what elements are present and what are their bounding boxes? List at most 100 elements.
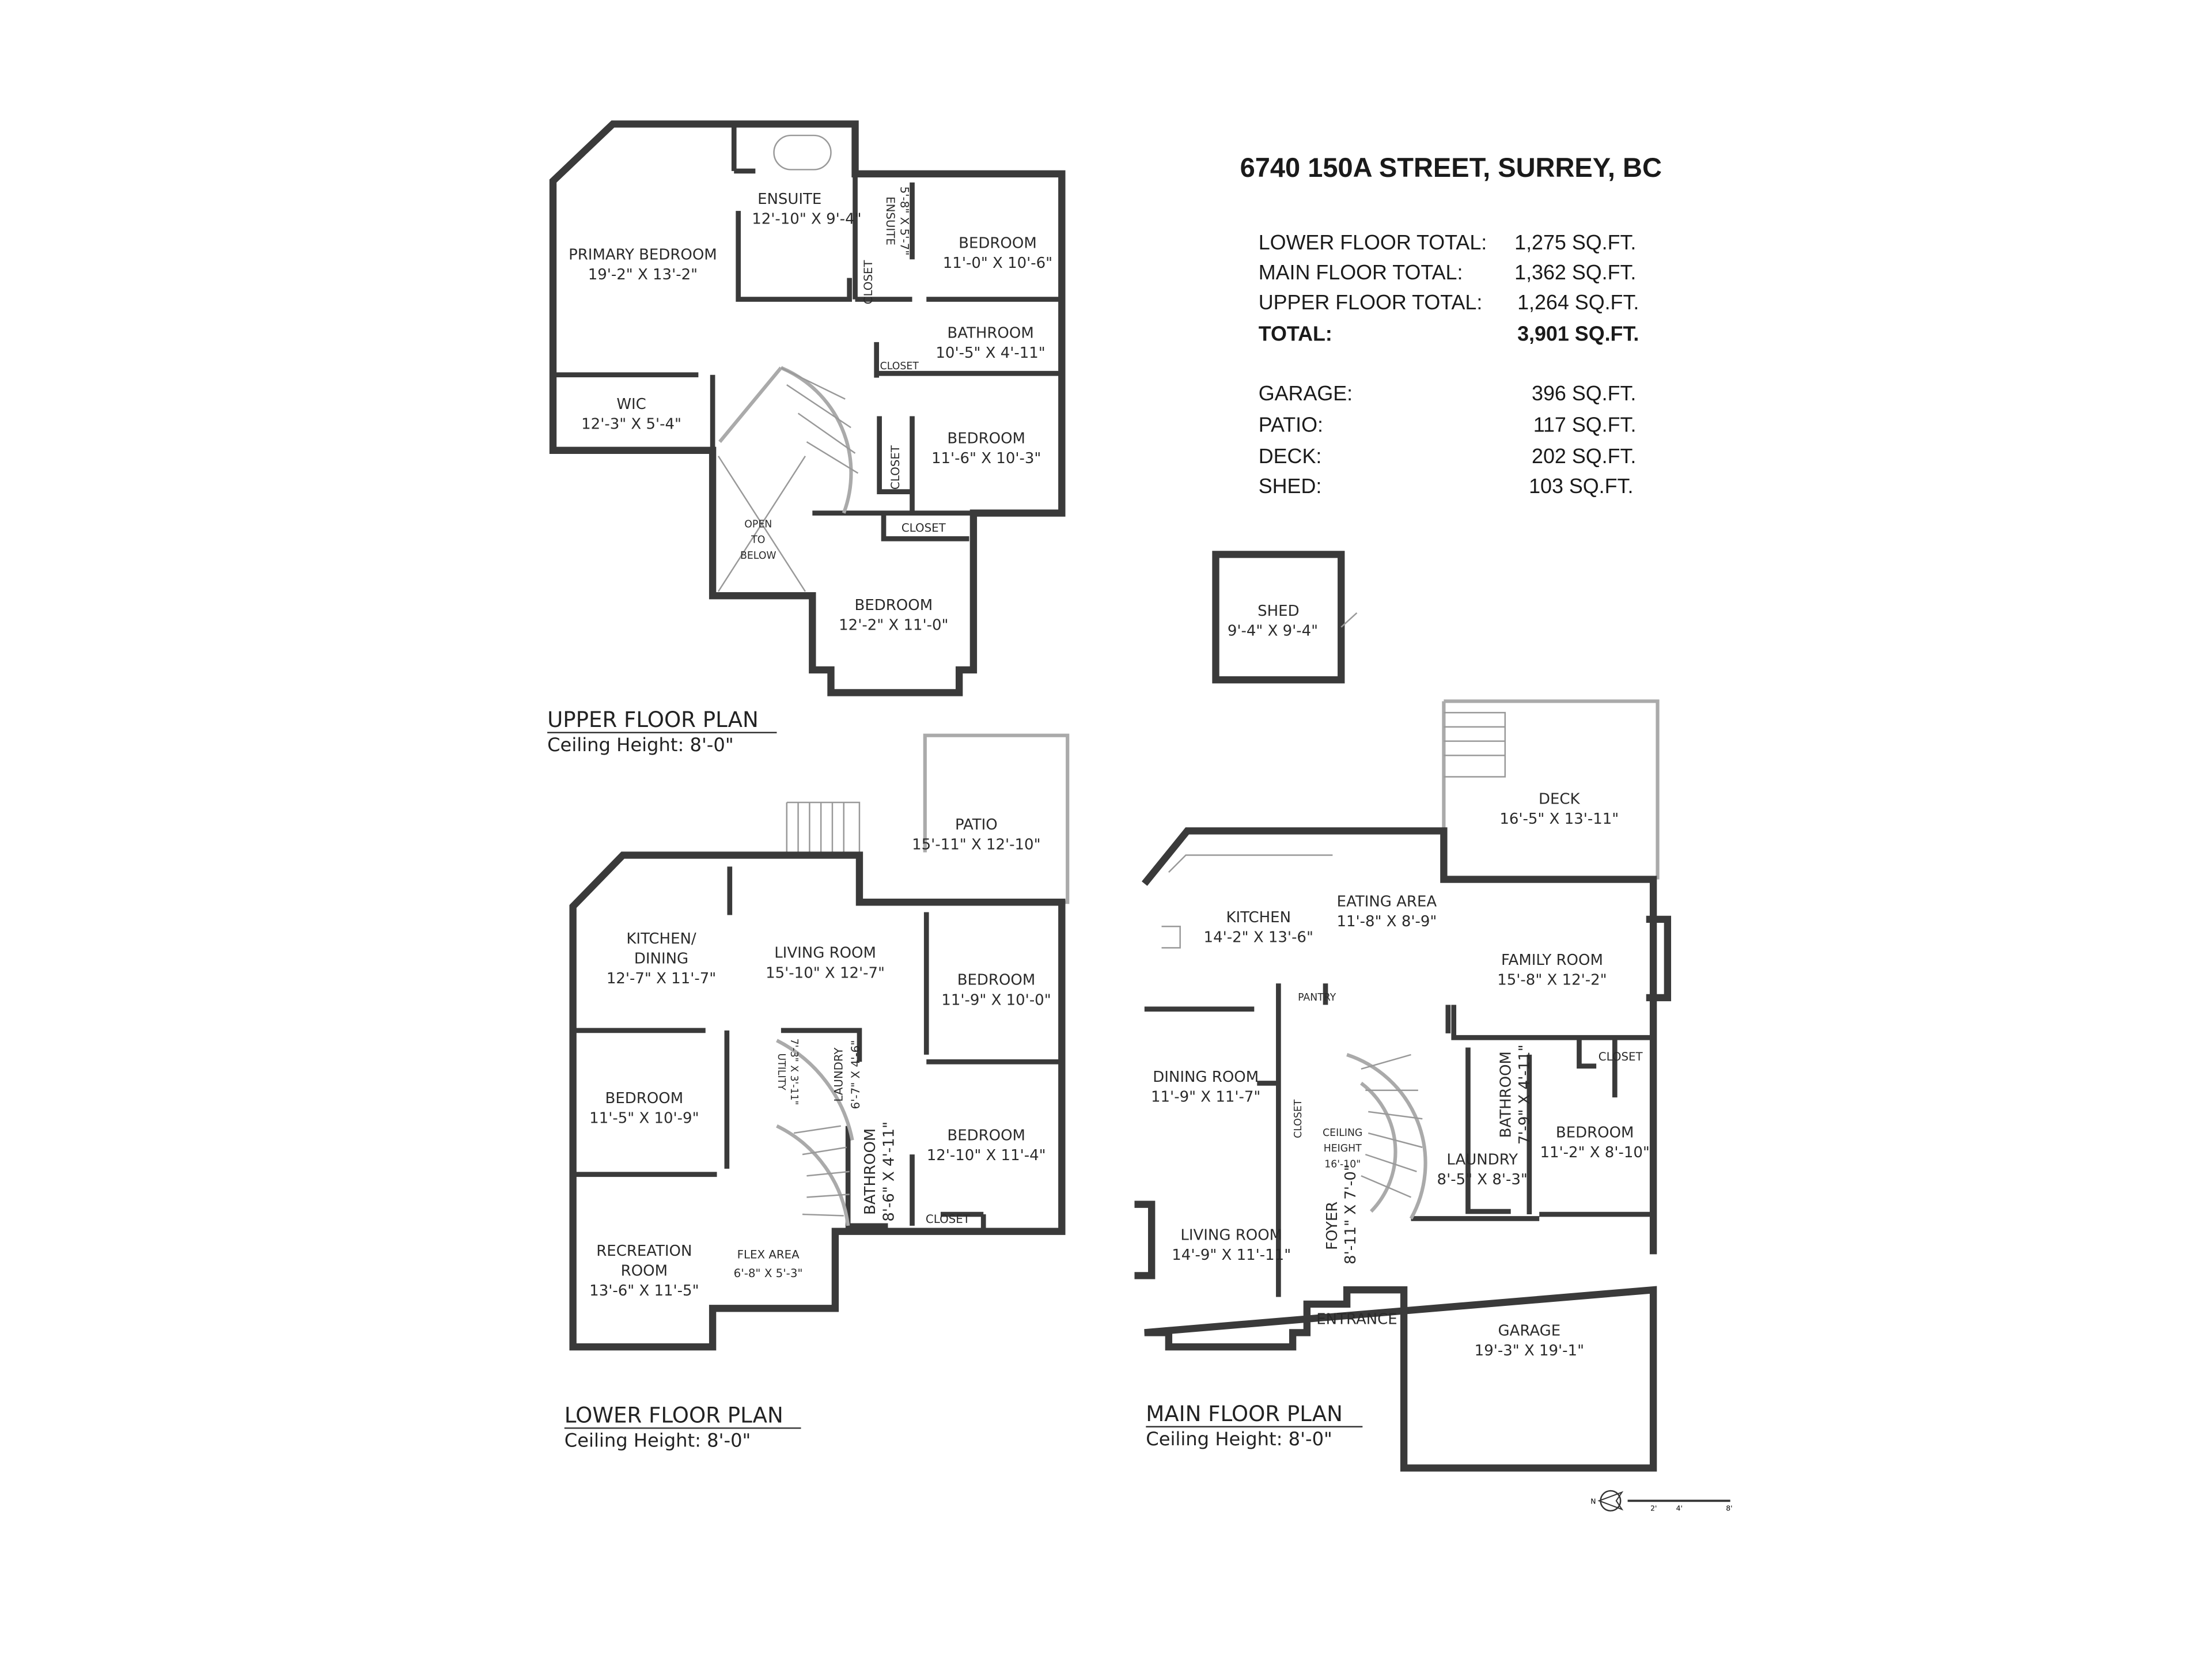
room-name: KITCHEN bbox=[1226, 909, 1291, 926]
room-name: BATHROOM bbox=[947, 324, 1033, 342]
room-name: LIVING ROOM bbox=[1180, 1227, 1282, 1244]
area-value: 396 SQ.FT. bbox=[1532, 382, 1636, 405]
room-name: BEDROOM bbox=[959, 235, 1037, 252]
room-name: PATIO bbox=[955, 816, 998, 834]
room-size: 15'-10" X 12'-7" bbox=[766, 964, 885, 982]
room-name: BEDROOM bbox=[957, 972, 1036, 989]
room-size: 16'-5" X 13'-11" bbox=[1499, 810, 1619, 828]
room-size: 7'-3" X 3'-11" bbox=[788, 1039, 800, 1105]
area-value: 1,362 SQ.FT. bbox=[1514, 261, 1636, 284]
room-size: 8'-11" X 7'-0" bbox=[1342, 1164, 1359, 1264]
room-name: CLOSET bbox=[862, 260, 875, 305]
room-name: DECK bbox=[1539, 790, 1581, 808]
room-size: 11'-2" X 8'-10" bbox=[1540, 1144, 1649, 1161]
ceiling-height: Ceiling Height: 8'-0" bbox=[547, 734, 734, 756]
room-name: PANTRY bbox=[1298, 992, 1336, 1003]
north-label: N bbox=[1590, 1497, 1596, 1505]
area-label: PATIO: bbox=[1259, 414, 1323, 437]
area-label: GARAGE: bbox=[1259, 382, 1353, 405]
header: 6740 150A STREET, SURREY, BC LOWER FLOOR… bbox=[1240, 152, 1662, 498]
room-size: 15'-11" X 12'-10" bbox=[912, 836, 1040, 854]
room-name: ENSUITE bbox=[884, 196, 897, 245]
area-label: MAIN FLOOR TOTAL: bbox=[1259, 261, 1463, 284]
room-name: BATHROOM bbox=[862, 1128, 879, 1215]
room-name: CLOSET bbox=[1293, 1099, 1304, 1138]
north-compass-and-scale: N 2' 4' 8' bbox=[1590, 1490, 1733, 1513]
room-name: HEIGHT bbox=[1324, 1143, 1362, 1154]
ceiling-height: Ceiling Height: 8'-0" bbox=[565, 1429, 751, 1451]
room-name: BEDROOM bbox=[1556, 1124, 1634, 1141]
room-size: 11'-0" X 10'-6" bbox=[943, 255, 1052, 272]
room-name: KITCHEN/ bbox=[626, 930, 696, 948]
room-size: 11'-9" X 11'-7" bbox=[1151, 1089, 1260, 1106]
room-name: EATING AREA bbox=[1337, 893, 1437, 911]
upper-floor-plan: ENSUITE 12'-10" X 9'-4" ENSUITE 5'-8" X … bbox=[547, 120, 1066, 756]
room-size: 6'-8" X 5'-3" bbox=[734, 1267, 803, 1280]
room-size: 14'-9" X 11'-11" bbox=[1172, 1247, 1291, 1264]
plan-title: LOWER FLOOR PLAN bbox=[565, 1403, 783, 1427]
room-size: 7'-9" X 4'-11" bbox=[1516, 1044, 1533, 1145]
room-name: FOYER bbox=[1324, 1202, 1341, 1250]
room-name: ENSUITE bbox=[757, 191, 821, 208]
address-title: 6740 150A STREET, SURREY, BC bbox=[1240, 152, 1662, 183]
room-name: CLOSET bbox=[880, 361, 919, 372]
area-value: 117 SQ.FT. bbox=[1533, 414, 1637, 437]
room-name: ROOM bbox=[621, 1262, 668, 1279]
room-name: BATHROOM bbox=[1498, 1051, 1515, 1138]
room-name: OPEN bbox=[744, 518, 772, 530]
room-name: CLOSET bbox=[902, 521, 946, 535]
room-name: BEDROOM bbox=[605, 1090, 684, 1107]
room-name: TO bbox=[751, 535, 765, 546]
plan-title: UPPER FLOOR PLAN bbox=[547, 707, 759, 732]
area-table: LOWER FLOOR TOTAL: 1,275 SQ.FT. MAIN FLO… bbox=[1259, 231, 1639, 498]
area-label: UPPER FLOOR TOTAL: bbox=[1259, 291, 1483, 314]
scale-tick: 8' bbox=[1726, 1505, 1732, 1513]
scale-tick: 2' bbox=[1650, 1505, 1657, 1513]
room-name: ENTRANCE bbox=[1316, 1311, 1397, 1328]
room-size: 16'-10" bbox=[1324, 1158, 1361, 1170]
room-name: BELOW bbox=[740, 550, 777, 562]
room-name: RECREATION bbox=[596, 1243, 692, 1260]
room-name: WIC bbox=[616, 396, 646, 413]
shed-plan: SHED 9'-4" X 9'-4" bbox=[1212, 551, 1358, 684]
room-size: 10'-5" X 4'-11" bbox=[935, 344, 1045, 362]
room-name: BEDROOM bbox=[947, 1127, 1025, 1144]
room-size: 12'-3" X 5'-4" bbox=[581, 416, 681, 433]
area-label: SHED: bbox=[1259, 475, 1322, 498]
room-name: CLOSET bbox=[1599, 1050, 1643, 1063]
room-size: 13'-6" X 11'-5" bbox=[589, 1282, 699, 1300]
room-name: FLEX AREA bbox=[737, 1248, 800, 1262]
room-size: 14'-2" X 13'-6" bbox=[1204, 929, 1313, 946]
scale-tick: 4' bbox=[1676, 1505, 1683, 1513]
room-name: BEDROOM bbox=[855, 597, 933, 614]
room-size: 12'-10" X 9'-4" bbox=[752, 210, 861, 228]
room-size: 11'-6" X 10'-3" bbox=[931, 450, 1041, 467]
area-label: DECK: bbox=[1259, 445, 1322, 468]
room-name: LAUNDRY bbox=[1446, 1151, 1518, 1168]
area-value: 202 SQ.FT. bbox=[1532, 445, 1636, 468]
room-size: 6'-7" X 4'-6" bbox=[849, 1040, 862, 1109]
room-size: 11'-8" X 8'-9" bbox=[1337, 913, 1437, 930]
room-size: 12'-10" X 11'-4" bbox=[927, 1147, 1046, 1164]
lower-floor-plan: PATIO 15'-11" X 12'-10" KITCHEN/ DINING … bbox=[565, 733, 1070, 1451]
area-value: 3,901 SQ.FT. bbox=[1517, 322, 1639, 345]
room-size: 19'-2" X 13'-2" bbox=[588, 266, 698, 283]
room-size: 12'-7" X 11'-7" bbox=[607, 970, 716, 987]
main-floor-plan: DECK 16'-5" X 13'-11" KITCHEN 14'-2" X 1… bbox=[1134, 699, 1672, 1472]
room-name: LIVING ROOM bbox=[774, 945, 876, 962]
area-value: 1,275 SQ.FT. bbox=[1514, 231, 1636, 254]
room-name: CEILING bbox=[1323, 1127, 1362, 1139]
room-name: CLOSET bbox=[926, 1213, 971, 1226]
area-label: LOWER FLOOR TOTAL: bbox=[1259, 231, 1487, 254]
room-name: CLOSET bbox=[889, 445, 902, 490]
room-name: FAMILY ROOM bbox=[1501, 952, 1603, 969]
area-label: TOTAL: bbox=[1259, 322, 1332, 345]
room-name: LAUNDRY bbox=[832, 1047, 845, 1102]
room-size: 9'-4" X 9'-4" bbox=[1228, 623, 1318, 640]
room-name: GARAGE bbox=[1498, 1322, 1560, 1339]
room-size: 11'-5" X 10'-9" bbox=[589, 1110, 699, 1127]
room-size: 15'-8" X 12'-2" bbox=[1497, 972, 1607, 989]
room-name: SHED bbox=[1257, 603, 1299, 620]
room-size: 8'-6" X 4'-11" bbox=[880, 1122, 897, 1222]
